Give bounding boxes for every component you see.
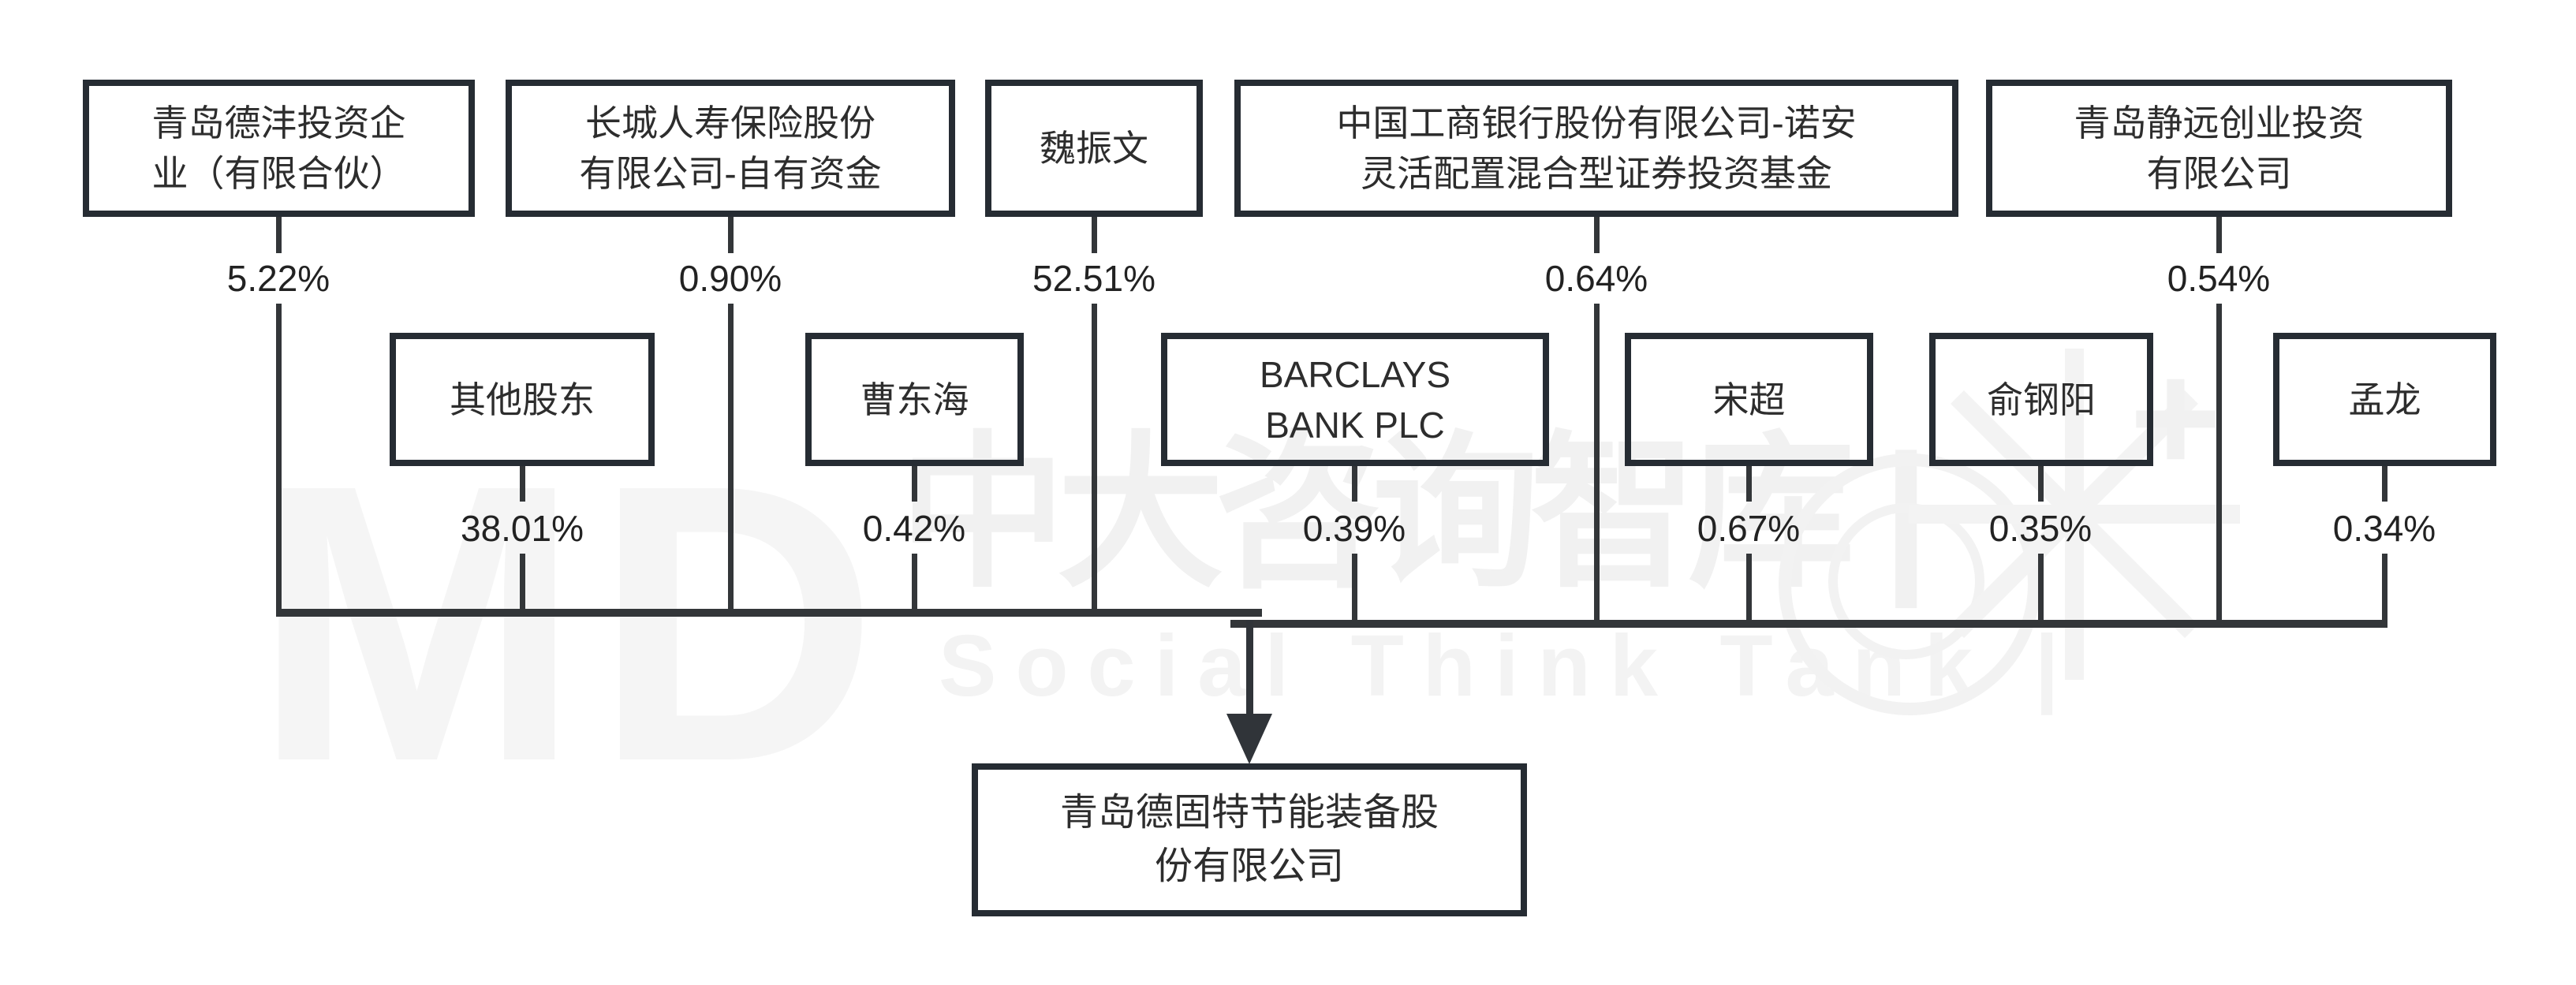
connector-line: [1092, 304, 1097, 615]
watermark-logo-text: MD: [252, 402, 891, 843]
shareholder-box-barclays-bank: BARCLAYS BANK PLC: [1161, 333, 1549, 466]
shareholder-box-qingdao-jingyuan: 青岛静远创业投资 有限公司: [1986, 80, 2452, 217]
shareholder-name: 长城人寿保险股份 有限公司-自有资金: [579, 103, 882, 194]
connector-line: [276, 217, 282, 253]
connector-line: [2216, 304, 2222, 627]
stake-label: 0.90%: [678, 258, 782, 299]
connector-line: [728, 304, 734, 615]
shareholder-name: 青岛德沣投资企 业（有限合伙）: [151, 103, 406, 194]
stake-label: 0.34%: [2332, 508, 2436, 549]
shareholder-box-greatwall-life: 长城人寿保险股份 有限公司-自有资金: [506, 80, 955, 217]
connector-line: [1092, 217, 1097, 253]
connector-line: [2382, 554, 2387, 626]
company-box: 青岛德固特节能装备股 份有限公司: [972, 763, 1527, 916]
shareholder-name: BARCLAYS BANK PLC: [1259, 353, 1451, 446]
shareholder-box-menglong: 孟龙: [2273, 333, 2496, 466]
connector-line: [520, 466, 525, 502]
connector-line: [520, 554, 525, 615]
company-name: 青岛德固特节能装备股 份有限公司: [1059, 792, 1439, 887]
shareholder-box-weizhenwen: 魏振文: [985, 80, 1203, 217]
connector-line: [2038, 554, 2044, 626]
connector-line: [1746, 554, 1752, 626]
connector-line: [2382, 466, 2387, 502]
stake-label: 0.35%: [1988, 508, 2093, 549]
connector-line: [1594, 217, 1600, 253]
shareholder-name: 孟龙: [2348, 379, 2421, 420]
stake-label: 0.64%: [1544, 258, 1648, 299]
watermark-plus-icon: +: [2130, 330, 2222, 506]
shareholder-name: 俞钢阳: [1987, 379, 2096, 420]
connector-line: [728, 217, 734, 253]
arrow-shaft: [1246, 620, 1253, 718]
shareholder-name: 魏振文: [1040, 128, 1148, 169]
stake-label: 5.22%: [226, 258, 330, 299]
arrow-down-icon: [1226, 714, 1272, 764]
stake-label: 52.51%: [1032, 258, 1155, 299]
shareholder-name: 青岛静远创业投资 有限公司: [2074, 103, 2365, 194]
shareholder-name: 曹东海: [860, 379, 969, 420]
stake-label: 38.01%: [460, 508, 584, 549]
shareholder-box-qingdao-defeng: 青岛德沣投资企 业（有限合伙）: [83, 80, 475, 217]
stake-label: 0.54%: [2167, 258, 2271, 299]
shareholder-box-songchao: 宋超: [1625, 333, 1873, 466]
shareholder-box-icbc-noan-fund: 中国工商银行股份有限公司-诺安 灵活配置混合型证券投资基金: [1234, 80, 1958, 217]
connector-line: [1352, 466, 1357, 502]
connector-bus-left: [276, 609, 1262, 617]
connector-line: [912, 554, 917, 615]
shareholder-name: 其他股东: [450, 379, 595, 420]
shareholder-box-other-shareholders: 其他股东: [390, 333, 655, 466]
stake-label: 0.39%: [1302, 508, 1406, 549]
stake-label: 0.42%: [862, 508, 966, 549]
connector-line: [276, 304, 282, 615]
watermark-cjk-text: 中大咨询智库 |: [899, 420, 1929, 606]
connector-line: [1594, 304, 1600, 627]
connector-line: [1746, 466, 1752, 502]
shareholder-name: 宋超: [1712, 379, 1786, 420]
connector-line: [2038, 466, 2044, 502]
shareholder-name: 中国工商银行股份有限公司-诺安 灵活配置混合型证券投资基金: [1336, 103, 1857, 194]
stake-label: 0.67%: [1697, 508, 1801, 549]
shareholder-box-caodonghai: 曹东海: [805, 333, 1024, 466]
shareholder-box-yugangyang: 俞钢阳: [1929, 333, 2153, 466]
connector-line: [1352, 554, 1357, 626]
connector-bus-right: [1230, 620, 2387, 628]
connector-line: [2216, 217, 2222, 253]
connector-line: [912, 466, 917, 502]
